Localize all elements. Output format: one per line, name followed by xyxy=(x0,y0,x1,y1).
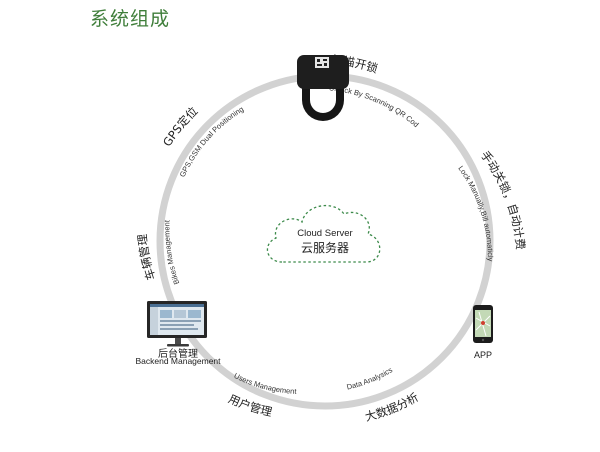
lock-body xyxy=(297,55,349,89)
cloud-icon xyxy=(266,204,381,263)
page-title: 系统组成 xyxy=(90,8,171,30)
arc-label-data-en: Data Analysics xyxy=(346,365,394,391)
cloud-server-label-en: Cloud Server xyxy=(297,228,352,239)
monitor-icon xyxy=(147,301,207,347)
app-label: APP xyxy=(473,350,492,360)
cloud-server-label-zh: 云服务器 xyxy=(301,240,349,255)
smart-lock-device xyxy=(297,55,349,121)
backend-label-zh: 后台管理 xyxy=(158,349,198,360)
cloud-server: Cloud Server 云服务器 xyxy=(266,204,381,263)
lock-shackle xyxy=(302,86,344,121)
phone-icon xyxy=(473,305,493,343)
backend-label-en: Backend Management xyxy=(135,356,221,366)
arc-label-bike-zh: 车辆管理 xyxy=(135,233,158,282)
lock-qr-code xyxy=(315,57,329,68)
